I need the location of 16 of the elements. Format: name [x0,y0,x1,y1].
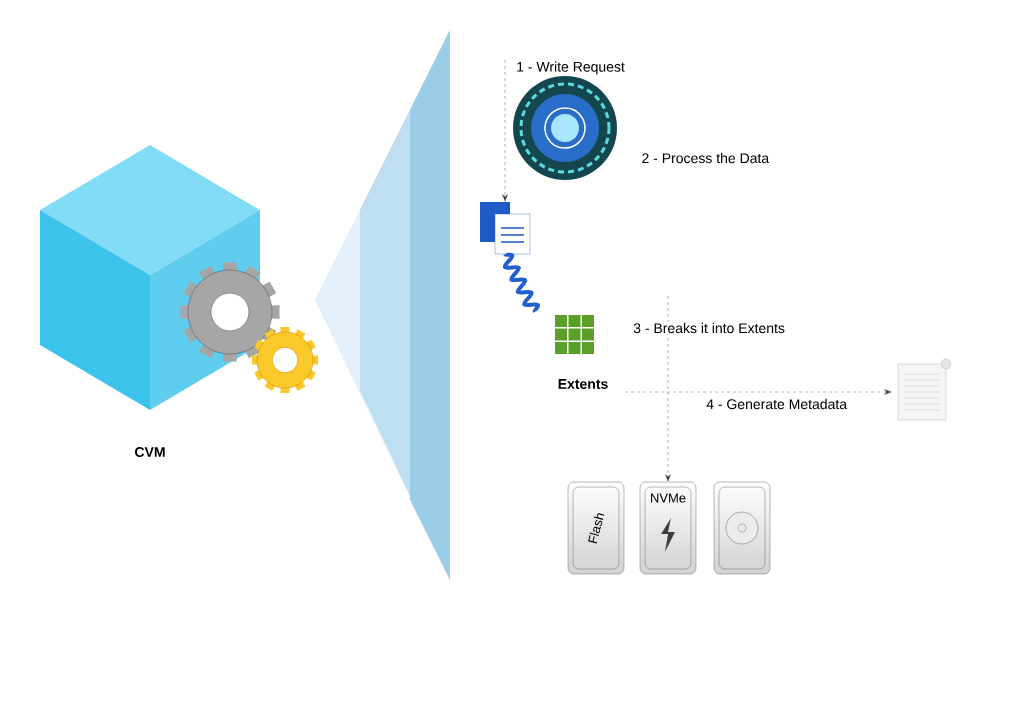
drive-icon [713,481,771,575]
connector [502,252,541,314]
documents-icon [480,202,531,255]
step-label: 4 - Generate Metadata [705,397,849,411]
scroll-icon [897,358,952,421]
cube-caption: CVM [135,447,165,457]
step-label: 2 - Process the Data [642,152,770,164]
drive-label: Flash [588,513,605,544]
arrow [625,389,892,395]
portal-icon [513,76,617,180]
drive-label: NVMe [651,493,686,503]
arrow [502,59,508,202]
arrow [665,295,671,482]
step-label: 3 - Breaks it into Extents [632,321,786,335]
step-label: 1 - Write Request [515,60,626,76]
icon-caption: Extents [558,379,608,389]
